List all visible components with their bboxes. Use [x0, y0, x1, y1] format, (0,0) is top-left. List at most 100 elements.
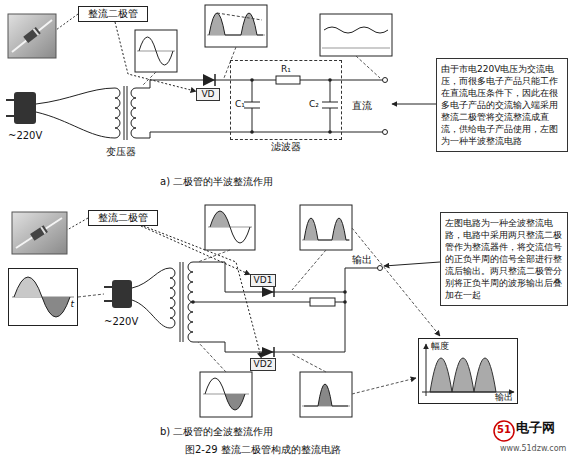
plug-symbol	[112, 280, 132, 308]
leader-line	[356, 56, 380, 78]
node-text: 由于市电220V电压为交流电压，而很多电子产品只能工作在直流电压条件下，因此在很…	[441, 63, 563, 147]
component-label: C₂	[309, 99, 319, 110]
waveform-box	[300, 372, 352, 417]
diode-symbol	[262, 287, 274, 357]
leader-line	[198, 342, 226, 372]
transformer-symbol	[131, 88, 136, 138]
junction-dot	[343, 290, 347, 294]
waveform-box	[200, 372, 252, 417]
waveform-box	[135, 30, 177, 72]
leader-line	[292, 354, 326, 372]
watermark: www.51dzw.com	[500, 444, 566, 454]
resistor-symbol	[310, 298, 335, 306]
node-text: 左图电路为一种全波整流电路，电路中采用两只整流二极管作为整流器件，将交流信号的正…	[445, 217, 563, 301]
transformer-symbol	[124, 86, 125, 140]
diode-symbol	[262, 287, 274, 297]
leader-line	[292, 250, 326, 290]
leader-line	[142, 47, 380, 86]
transformer-symbol	[115, 88, 120, 138]
leader-line	[352, 378, 416, 394]
output-waveform	[426, 344, 427, 396]
waveform-box	[320, 14, 392, 56]
plug-symbol	[104, 268, 170, 328]
diode-photo	[8, 14, 56, 58]
waveform-box	[205, 5, 267, 47]
waveform-box	[209, 13, 263, 35]
waveform-box	[139, 37, 173, 65]
circuit-wire	[244, 80, 260, 132]
node-text: 输出	[495, 392, 513, 403]
node-text: t	[70, 299, 74, 310]
junction-dot	[328, 130, 332, 134]
pointer-arrow	[384, 262, 440, 266]
input-waveform	[14, 277, 70, 317]
plug-symbol	[6, 99, 14, 101]
leader-arrow	[141, 226, 250, 275]
circuit-wire	[136, 80, 385, 138]
node-text: 整流二极管	[91, 212, 155, 224]
waveform-box	[300, 372, 352, 417]
voltage-label: ~220V	[8, 130, 42, 142]
component-tag: VD2	[250, 358, 276, 371]
diode-photo	[40, 226, 46, 234]
transformer-symbol	[127, 86, 128, 140]
junction-dot	[250, 130, 254, 134]
watermark-logo	[494, 421, 514, 441]
plug-symbol	[14, 92, 36, 124]
leader-arrow	[115, 22, 196, 91]
waveform-box	[304, 218, 349, 240]
sub-caption: a) 二极管的半波整流作用	[160, 176, 273, 188]
diode-photo	[8, 14, 56, 58]
diode-photo	[12, 212, 67, 254]
node-text: VD2	[253, 359, 273, 370]
component-label: C₁	[235, 99, 245, 110]
waveform-box	[304, 384, 348, 406]
circuit-wire	[193, 262, 380, 352]
leader-line	[78, 228, 440, 394]
node-text: 幅度	[431, 341, 449, 352]
node-text: VD	[199, 89, 217, 100]
leader-arrow	[144, 226, 262, 358]
node-text: VD1	[253, 275, 273, 286]
resistor-symbol	[276, 76, 300, 84]
waveform-box	[209, 13, 257, 35]
watermark: 51	[497, 424, 511, 436]
circuit-wire	[345, 268, 380, 292]
waveform-box	[200, 372, 252, 417]
diode-photo	[30, 225, 48, 240]
transformer-symbol	[170, 262, 193, 342]
watermark-logo	[494, 421, 514, 441]
leader-line	[142, 72, 156, 86]
diode-symbol	[203, 74, 215, 86]
plug-symbol	[36, 112, 115, 138]
resistor-symbol	[310, 298, 335, 306]
resistor-symbol	[276, 76, 300, 84]
waveform-box	[300, 205, 352, 250]
transformer-symbol	[170, 268, 175, 328]
signal-label: 直流	[352, 100, 372, 112]
waveform-box	[205, 378, 245, 410]
component-tag: VD1	[250, 274, 276, 287]
pointer-arrow	[392, 104, 436, 105]
circuit-wire	[136, 132, 385, 138]
label-box: 整流二极管	[78, 6, 148, 22]
output-terminal	[383, 130, 388, 135]
diode-symbol	[273, 287, 275, 297]
pointer-arrow	[384, 262, 440, 266]
output-waveform	[422, 344, 514, 396]
pointer-arrow	[392, 104, 436, 105]
diode-symbol	[273, 347, 275, 357]
diode-symbol	[262, 347, 274, 357]
output-graph: 幅度输出	[418, 338, 518, 404]
signal-label: 输出	[352, 254, 372, 266]
node-text: 滤波器	[231, 141, 341, 153]
plug-symbol	[6, 115, 14, 117]
plug-symbol	[36, 88, 115, 104]
diode-photo	[33, 28, 40, 36]
plug-symbol	[104, 300, 112, 302]
output-terminal	[383, 78, 388, 83]
leader-line	[56, 14, 78, 30]
label-box: 整流二极管	[88, 210, 158, 226]
component-label: R₁	[281, 64, 291, 75]
transformer-symbol	[183, 262, 184, 342]
